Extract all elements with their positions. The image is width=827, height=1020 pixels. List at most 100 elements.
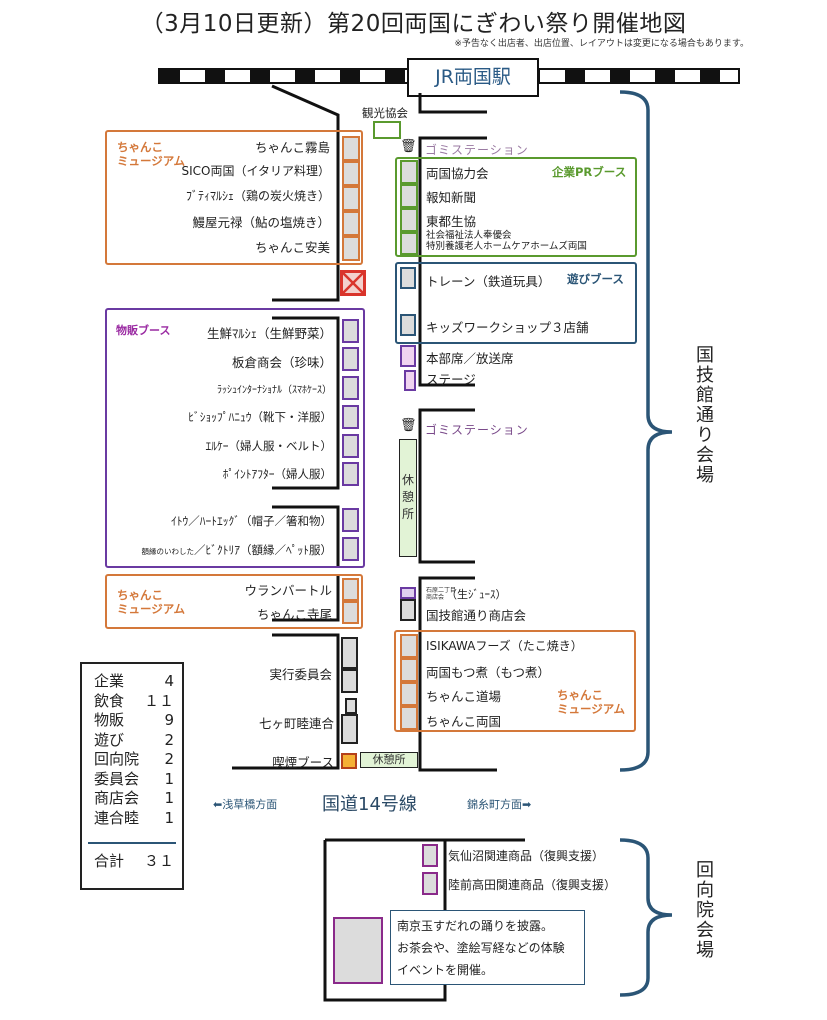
stage-label: ステージ xyxy=(426,372,476,387)
booth[interactable] xyxy=(400,160,418,184)
booth-label: ウランバートル xyxy=(244,583,332,598)
booth[interactable] xyxy=(342,136,360,161)
arrow-left-icon: ⬅ xyxy=(213,798,223,811)
booth[interactable] xyxy=(400,314,416,336)
booth-label: トレーン（鉄道玩具） xyxy=(426,274,551,289)
note-line: お茶会や、塗絵写経などの体験 xyxy=(397,941,565,955)
booth[interactable] xyxy=(342,434,359,458)
booth[interactable] xyxy=(422,872,438,895)
booth-label: ちゃんこ道場 xyxy=(426,689,502,704)
booth[interactable] xyxy=(342,211,360,236)
label-line: 石原二丁目 xyxy=(426,587,457,594)
corporate-pr-title: 企業PRブース xyxy=(552,165,627,179)
juice-label: （生ｼﾞｭｰｽ） xyxy=(446,588,507,601)
committee-label: 実行委員会 xyxy=(269,667,332,682)
booth[interactable] xyxy=(400,267,416,289)
label-small: 額縁のいわした xyxy=(141,547,195,556)
booth-label-line: 特別養護老人ホームケアホームズ両国 xyxy=(426,241,587,252)
legend-divider xyxy=(88,842,176,844)
booth-label: ISIKAWAフーズ（たこ焼き） xyxy=(426,639,583,653)
change-notice: ※予告なく出店者、出店位置、レイアウトは変更になる場合もあります。 xyxy=(454,39,749,49)
rengo-booth[interactable] xyxy=(345,698,357,714)
corporate-pr-group xyxy=(395,157,637,257)
tourism-booth[interactable] xyxy=(373,121,401,139)
booth-label: キッズワークショップ３店舗 xyxy=(426,320,589,335)
chanko-museum-mid-title: ちゃんこ ミュージアム xyxy=(117,588,185,616)
rest-area-small[interactable]: 休憩所 xyxy=(360,752,418,768)
stage-booth[interactable] xyxy=(404,370,416,391)
booth-label: 東都生協 xyxy=(426,214,477,229)
smoking-label: 喫煙ブース xyxy=(272,755,334,770)
note-line: イベントを開催。 xyxy=(397,963,494,977)
group-title-line: ちゃんこ xyxy=(117,588,163,602)
booth[interactable] xyxy=(400,706,418,730)
rengo-booth[interactable] xyxy=(341,714,358,744)
merch-booth-title: 物販ブース xyxy=(116,324,171,337)
booth[interactable] xyxy=(342,236,360,261)
rest-area[interactable]: 休憩所 xyxy=(399,439,417,557)
booth-label: ちゃんこ霧島 xyxy=(254,140,330,155)
arrow-right-icon: ➡ xyxy=(522,798,532,811)
direction-right: 錦糸町方面➡ xyxy=(467,798,532,811)
smoking-booth[interactable] xyxy=(341,753,357,769)
booth[interactable] xyxy=(400,658,418,682)
group-title-line: ちゃんこ xyxy=(557,688,603,702)
booth[interactable] xyxy=(342,537,359,561)
direction-left: ⬅浅草橋方面 xyxy=(213,798,278,811)
tourism-label: 観光協会 xyxy=(362,106,408,120)
group-title-line: ちゃんこ xyxy=(117,140,163,154)
booth-label: ちゃんこ両国 xyxy=(426,714,502,729)
booth-label: ｲﾄｳ／ﾊｰﾄｴｯｸﾞ（帽子／箸和物） xyxy=(171,514,332,528)
booth[interactable] xyxy=(342,578,359,601)
shopping-street-booth[interactable] xyxy=(400,599,416,621)
booth[interactable] xyxy=(342,319,359,343)
closed-booth-icon xyxy=(340,270,366,296)
booth[interactable] xyxy=(400,208,418,232)
chanko-museum-mid-group xyxy=(105,574,363,629)
booth[interactable] xyxy=(400,682,418,706)
street-line xyxy=(271,84,340,302)
booth[interactable] xyxy=(400,232,418,255)
gomi-station-label: ゴミステーション xyxy=(425,423,529,437)
rengo-label: 七ヶ町睦連合 xyxy=(258,716,334,731)
hq-booth[interactable] xyxy=(400,345,416,367)
booth[interactable] xyxy=(342,347,359,371)
booth[interactable] xyxy=(422,844,438,867)
booth[interactable] xyxy=(342,161,360,186)
booth-label: 板倉商会（珍味） xyxy=(231,355,332,370)
chanko-museum-top-group xyxy=(105,130,363,265)
booth[interactable] xyxy=(400,634,418,658)
booth-label-line: 社会福祉法人奉優会 xyxy=(426,230,512,241)
booth-label: 気仙沼関連商品（復興支援） xyxy=(448,849,605,863)
juice-booth[interactable] xyxy=(400,587,416,599)
booth[interactable] xyxy=(400,184,418,208)
booth-label: 両国協力会 xyxy=(426,166,489,181)
label-rest: ／ﾋﾞｸﾄﾘｱ（額縁／ﾍﾟｯﾄ服） xyxy=(194,543,332,557)
booth-label: 両国もつ煮（もつ煮） xyxy=(426,665,551,680)
merch-booth-group xyxy=(105,308,365,568)
chanko-museum-bottom-title: ちゃんこ ミュージアム xyxy=(557,688,625,716)
booth[interactable] xyxy=(342,462,359,486)
booth-label: 額縁のいわした／ﾋﾞｸﾄﾘｱ（額縁／ﾍﾟｯﾄ服） xyxy=(120,542,333,558)
kokugikan-area-label: 国技館通り会場 xyxy=(693,345,714,485)
committee-booth[interactable] xyxy=(341,637,358,669)
chanko-museum-bottom-group xyxy=(394,630,636,732)
booth[interactable] xyxy=(342,376,359,400)
committee-booth[interactable] xyxy=(341,669,358,693)
ekoin-event-booth[interactable] xyxy=(333,917,383,984)
booth-label: ﾗｯｼｭｲﾝﾀｰﾅｼｮﾅﾙ（ｽﾏﾎｹｰｽ） xyxy=(217,385,332,396)
booth-label: ﾋﾞｼｮｯﾌﾟﾊﾆｭｳ（靴下・洋服） xyxy=(188,410,332,424)
booth[interactable] xyxy=(342,601,359,624)
note-line: 南京玉すだれの踊りを披露。 xyxy=(397,919,554,933)
road-name: 国道14号線 xyxy=(322,794,417,815)
booth[interactable] xyxy=(342,405,359,429)
trash-icon: 🗑 xyxy=(400,418,417,433)
booth[interactable] xyxy=(342,186,360,211)
booth[interactable] xyxy=(342,508,359,532)
booth-label: 報知新聞 xyxy=(426,190,477,205)
